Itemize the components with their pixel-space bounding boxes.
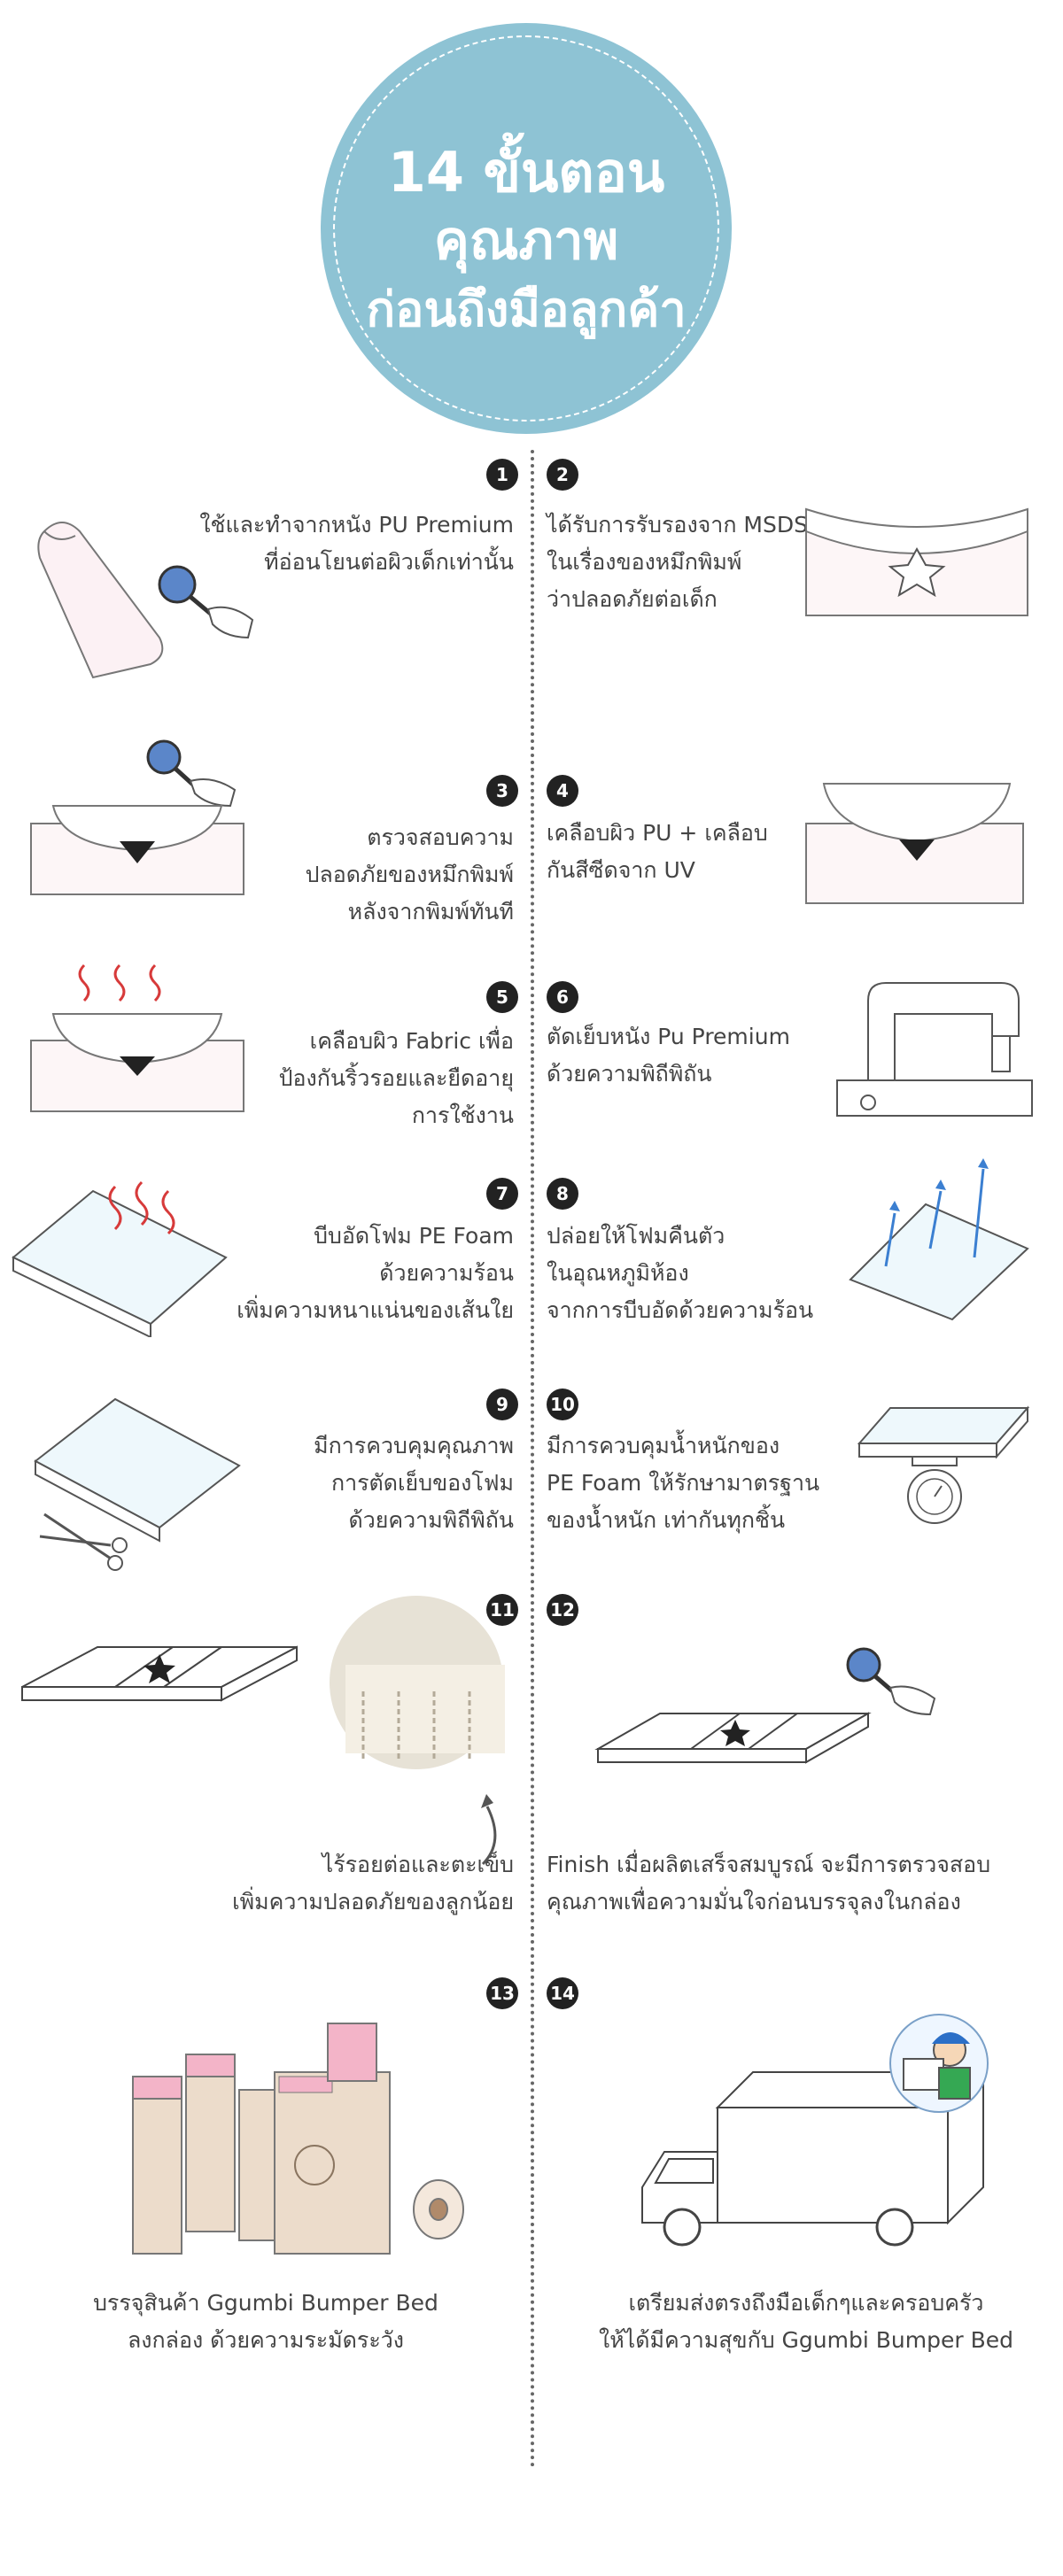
weighing-scale-illustration [855, 1399, 1032, 1532]
header-circle: 14 ขั้นตอน คุณภาพ ก่อนถึงมือลูกค้า [321, 23, 732, 434]
leather-sheet-magnifier-illustration [27, 505, 266, 682]
foam-cutting-scissors-illustration [27, 1381, 248, 1572]
pu-coating-tray-illustration [802, 770, 1032, 912]
seam-closeup-photo [328, 1594, 505, 1771]
step-12-number: 12 [547, 1594, 578, 1626]
center-dotted-divider [531, 450, 534, 2469]
step-5-text: เคลือบผิว Fabric เพื่อป้องกันริ้วรอยและย… [278, 1028, 514, 1128]
step-2-number: 2 [547, 459, 578, 491]
step-6-number: 6 [547, 981, 578, 1013]
step-1-number: 1 [486, 459, 518, 491]
step-4-number: 4 [547, 775, 578, 807]
step-9-text: มีการควบคุมคุณภาพการตัดเย็บของโฟมด้วยควา… [314, 1433, 514, 1533]
header-line-1: 14 ขั้นตอน [387, 140, 665, 205]
header-dashed-ring [333, 35, 719, 422]
step-11-text: ไร้รอยต่อและตะเข็บเพิ่มความปลอดภัยของลูก… [232, 1852, 514, 1915]
foam-recovery-illustration [842, 1151, 1036, 1328]
delivery-truck-illustration [629, 2054, 1001, 2258]
curved-arrow-icon [465, 1789, 509, 1868]
step-4-text: เคลือบผิว PU + เคลือบกันสีซีดจาก UV [547, 820, 768, 883]
step-9-number: 9 [486, 1389, 518, 1420]
seamless-bumper-mat-illustration [18, 1638, 301, 1727]
step-10-number: 10 [547, 1389, 578, 1420]
step-3-text: ตรวจสอบความปลอดภัยของหมึกพิมพ์หลังจากพิม… [305, 824, 514, 924]
step-8-text: ปล่อยให้โฟมคืนตัวในอุณหภูมิห้องจากการบีบ… [547, 1223, 814, 1323]
step-14-number: 14 [547, 1977, 578, 2009]
step-13-number: 13 [486, 1977, 518, 2009]
foam-heat-press-illustration [9, 1160, 239, 1337]
courier-mascot-illustration [886, 2010, 992, 2116]
step-3-number: 3 [486, 775, 518, 807]
step-14-text: เตรียมส่งตรงถึงมือเด็กๆและครอบครัวให้ได้… [599, 2290, 1013, 2353]
ink-check-magnifier-illustration [27, 735, 257, 903]
final-inspection-mat-illustration [594, 1647, 966, 1771]
step-5-number: 5 [486, 981, 518, 1013]
sewing-machine-illustration [833, 965, 1036, 1125]
header-line-3: ก่อนถึงมือลูกค้า [366, 282, 687, 337]
header-line-2: คุณภาพ [433, 210, 619, 272]
printing-tray-star-illustration [802, 505, 1032, 629]
fabric-coating-heat-illustration [27, 961, 257, 1120]
step-11-number: 11 [486, 1594, 518, 1626]
step-8-number: 8 [547, 1178, 578, 1210]
step-7-number: 7 [486, 1178, 518, 1210]
packaging-boxes-illustration [124, 2006, 478, 2263]
step-12-text: Finish เมื่อผลิตเสร็จสมบูรณ์ จะมีการตรวจ… [547, 1852, 991, 1915]
